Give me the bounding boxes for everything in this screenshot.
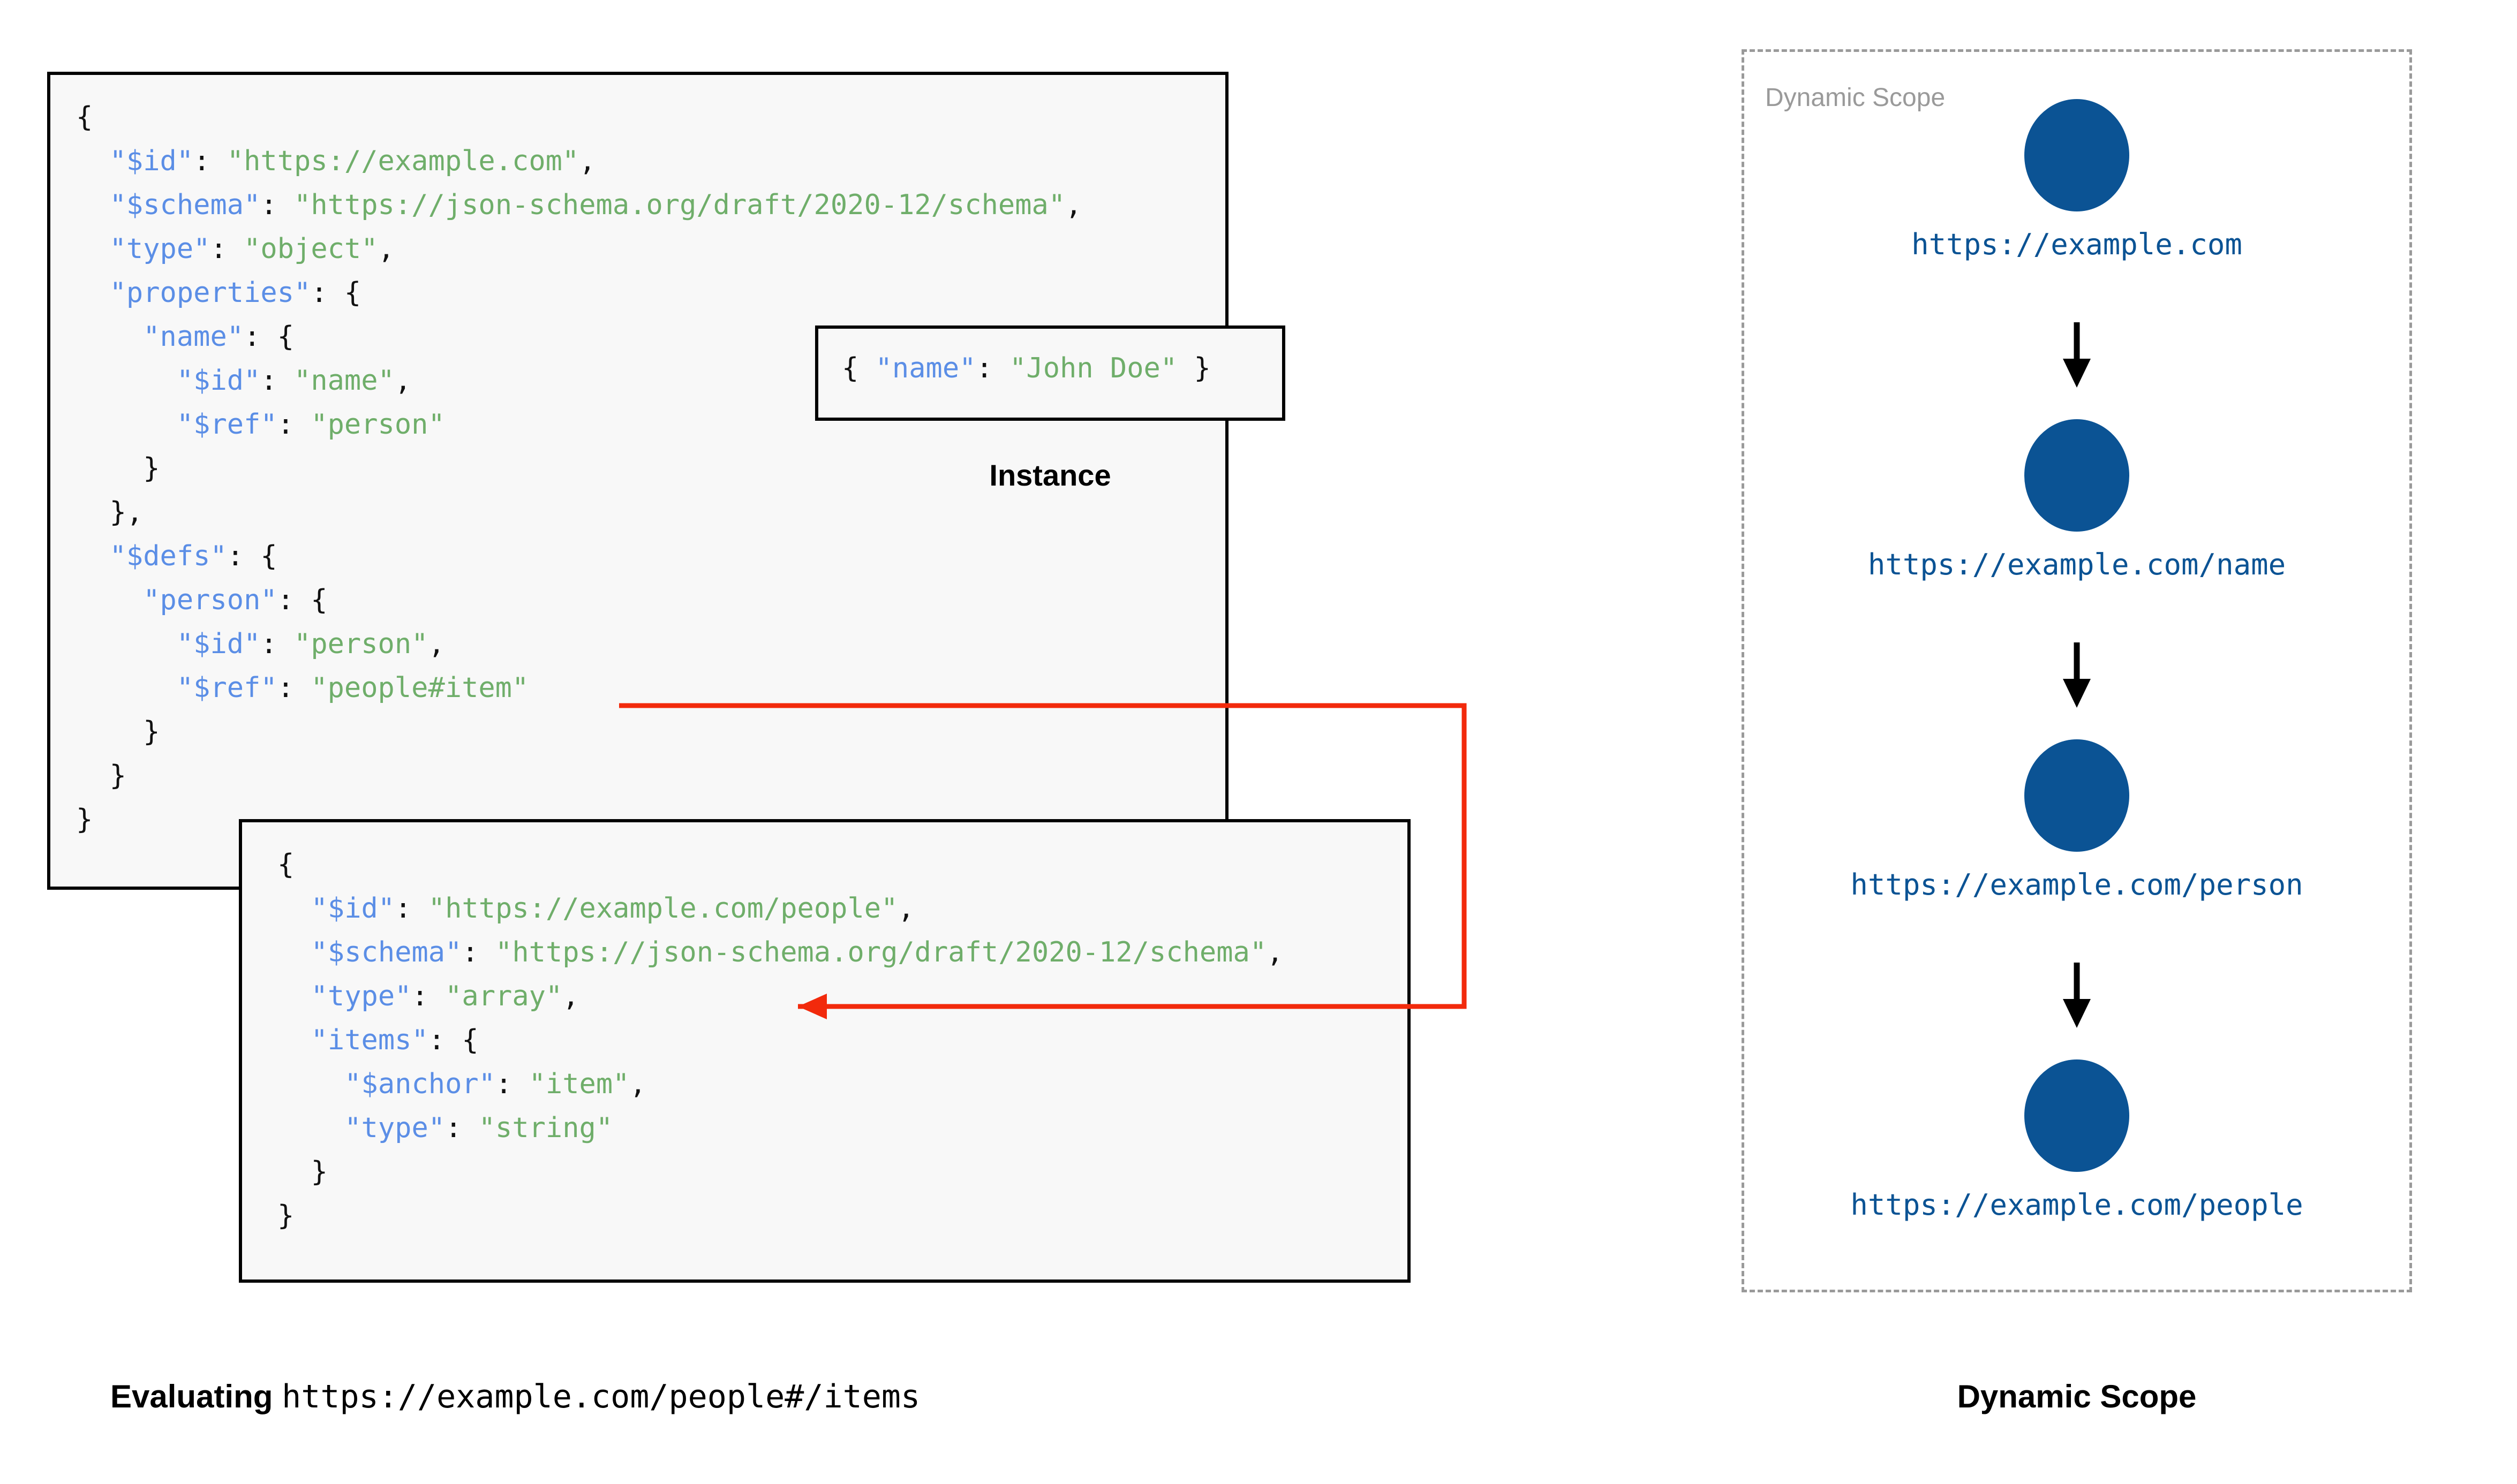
scope-circle-0 <box>2024 99 2129 211</box>
scope-arrow-1-icon <box>2063 642 2091 708</box>
scope-node-1: https://example.com/name <box>1742 419 2412 581</box>
left-caption: Evaluating https://example.com/people#/i… <box>110 1378 920 1415</box>
scope-url-2: https://example.com/person <box>1850 868 2303 902</box>
scope-url-1: https://example.com/name <box>1867 548 2286 581</box>
instance-code: { "name": "John Doe" } <box>842 352 1211 384</box>
dynamic-scope-inner-label: Dynamic Scope <box>1765 84 1946 112</box>
instance-label: Instance <box>989 458 1111 492</box>
left-caption-uri: https://example.com/people#/items <box>282 1378 921 1415</box>
scope-node-0: https://example.com <box>1742 99 2412 261</box>
right-caption: Dynamic Scope <box>1957 1379 2197 1414</box>
left-caption-bold: Evaluating <box>110 1379 273 1414</box>
scope-url-3: https://example.com/people <box>1850 1188 2303 1222</box>
scope-url-0: https://example.com <box>1911 228 2242 261</box>
dynamic-scope-panel <box>1742 49 2412 1292</box>
scope-circle-2 <box>2024 739 2129 852</box>
people-schema-box: { "$id": "https://example.com/people", "… <box>239 819 1411 1283</box>
scope-arrow-0-icon <box>2063 322 2091 388</box>
scope-circle-1 <box>2024 419 2129 532</box>
scope-circle-3 <box>2024 1059 2129 1172</box>
people-schema-code: { "$id": "https://example.com/people", "… <box>277 849 1284 1232</box>
scope-node-3: https://example.com/people <box>1742 1059 2412 1222</box>
scope-arrow-2-icon <box>2063 963 2091 1028</box>
scope-node-2: https://example.com/person <box>1742 739 2412 902</box>
instance-box: { "name": "John Doe" } <box>815 325 1285 421</box>
root-schema-code: { "$id": "https://example.com", "$schema… <box>76 101 1082 836</box>
